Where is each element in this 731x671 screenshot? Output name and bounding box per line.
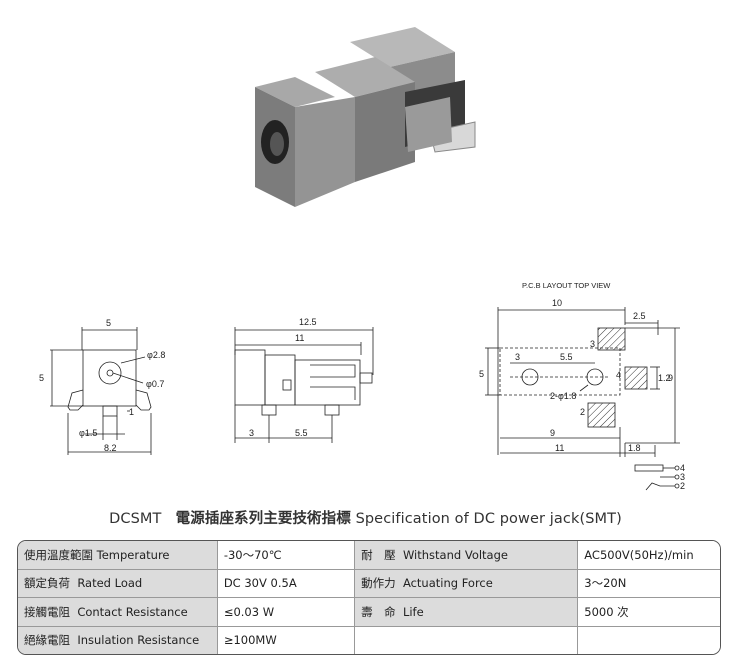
pcb-total-len: 11 [555, 443, 564, 453]
front-hole-dia: φ2.8 [147, 350, 165, 360]
product-illustration [255, 27, 476, 207]
spec-label: 絕緣電阻 Insulation Resistance [18, 626, 218, 654]
sch-2: 2 [680, 481, 685, 491]
spec-label: 動作力 Actuating Force [355, 569, 579, 598]
spec-row: 額定負荷 Rated Load DC 30V 0.5A 動作力 Actuatin… [18, 569, 720, 598]
spec-label: 接觸電阻 Contact Resistance [18, 598, 218, 627]
spec-value [578, 626, 720, 654]
pcb-pad3: 3 [590, 339, 595, 349]
sch-4: 4 [680, 463, 685, 473]
spec-label [355, 626, 579, 654]
pcb-layout-drawing: 10 2.5 3 5.5 5 9 9 11 1.8 1.2 2-φ1.8 3 4… [479, 298, 685, 491]
title-model: DCSMT [109, 511, 162, 527]
spec-value: -30～70℃ [217, 541, 356, 570]
side-view-drawing: 12.5 11 3 5.5 [234, 317, 374, 443]
front-step: 1 [129, 407, 134, 417]
spec-row: 使用溫度範圍 Temperature -30～70℃ 耐 壓 Withstand… [18, 541, 720, 570]
front-view-drawing: 5 5 φ2.8 φ0.7 φ1.5 8.2 1 [39, 318, 165, 455]
spec-value: ≤0.03 W [217, 598, 356, 627]
spec-table: 使用溫度範圍 Temperature -30～70℃ 耐 壓 Withstand… [17, 540, 721, 655]
pcb-holes: 2-φ1.8 [550, 391, 576, 401]
pcb-pad4: 4 [616, 370, 621, 380]
front-overall: 8.2 [104, 443, 117, 453]
pcb-pad-width: 2.5 [633, 311, 646, 321]
pcb-height: 5 [479, 369, 484, 379]
front-height: 5 [39, 373, 44, 383]
spec-label: 耐 壓 Withstand Voltage [355, 541, 579, 570]
spec-row: 絕緣電阻 Insulation Resistance ≥100MW [18, 626, 720, 654]
title-english: Specification of DC power jack(SMT) [355, 511, 622, 527]
pcb-edge: 1.8 [628, 443, 641, 453]
side-pos1: 3 [249, 428, 254, 438]
pcb-top-width: 10 [552, 298, 562, 308]
spec-value: ≥100MW [217, 626, 356, 654]
side-body: 11 [295, 333, 304, 343]
pcb-pos1: 3 [515, 352, 520, 362]
front-width: 5 [106, 318, 111, 328]
side-pos2: 5.5 [295, 428, 308, 438]
spec-value: 5000 次 [578, 598, 720, 627]
front-peg-dia: φ1.5 [79, 428, 97, 438]
spec-value: DC 30V 0.5A [217, 569, 356, 598]
title-chinese: 電源插座系列主要技術指標 [175, 511, 351, 527]
pcb-total-height: 9 [668, 373, 673, 383]
spec-value: AC500V(50Hz)/min [578, 541, 720, 570]
sch-3: 3 [680, 472, 685, 482]
spec-value: 3～20N [578, 569, 720, 598]
front-pin-dia: φ0.7 [146, 379, 164, 389]
spec-label: 壽 命 Life [355, 598, 579, 627]
side-length: 12.5 [299, 317, 317, 327]
pcb-layout-caption: P.C.B LAYOUT TOP VIEW [522, 281, 611, 290]
spec-label: 使用溫度範圍 Temperature [18, 541, 218, 570]
pcb-hole-pos: 9 [550, 428, 555, 438]
pcb-small: 1.2 [658, 373, 671, 383]
pcb-pos2: 5.5 [560, 352, 573, 362]
pcb-pad2: 2 [580, 407, 585, 417]
spec-row: 接觸電阻 Contact Resistance ≤0.03 W 壽 命 Life… [18, 598, 720, 627]
spec-label: 額定負荷 Rated Load [18, 569, 218, 598]
page-title: DCSMT 電源插座系列主要技術指標 Specification of DC p… [0, 507, 731, 528]
